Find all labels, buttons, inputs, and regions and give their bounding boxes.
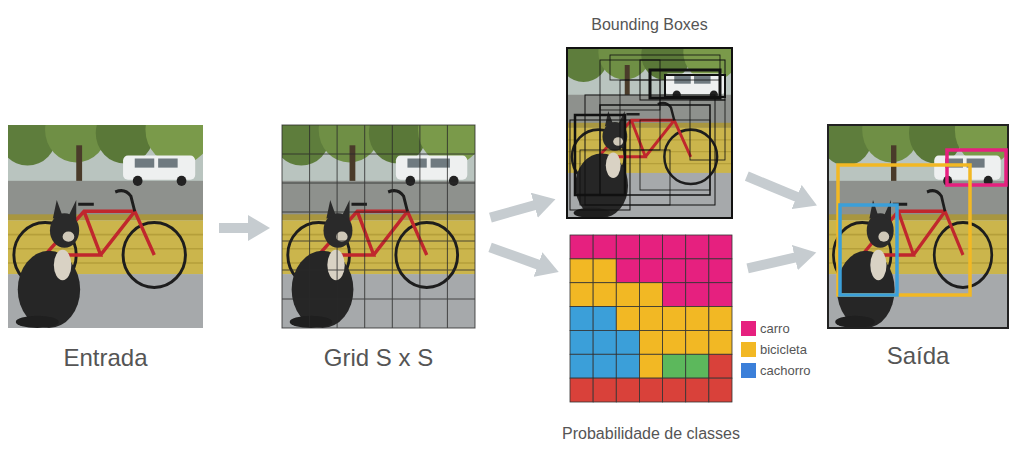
image-frame: [828, 125, 1008, 328]
image-panel: Saída: [828, 125, 1008, 371]
legend-entry: bicicleta: [741, 342, 811, 357]
legend: carro bicicleta cachorro: [741, 321, 811, 384]
grid-image: [272, 96, 483, 328]
image-frame: [8, 125, 203, 328]
class-probability-map: [570, 235, 732, 402]
image-panel: Grid S x S: [282, 125, 475, 373]
panel-caption: Saída: [828, 342, 1008, 371]
panel-caption: Entrada: [8, 344, 203, 373]
image-frame: [567, 48, 732, 218]
legend-swatch: [741, 321, 756, 336]
panel-caption: Bounding Boxes: [550, 15, 750, 34]
image-frame: [282, 125, 475, 328]
legend-label: carro: [760, 321, 790, 336]
image-panel: Entrada: [8, 125, 203, 373]
legend-entry: carro: [741, 321, 811, 336]
legend-label: bicicleta: [760, 342, 807, 357]
image-frame: [570, 235, 732, 402]
flow-arrow: [490, 247, 540, 265]
flow-arrow: [747, 176, 799, 198]
panel-caption: Probabilidade de classes: [561, 424, 741, 443]
flow-arrow: [748, 257, 797, 268]
image-panel: Bounding Boxes: [550, 15, 750, 218]
input-image: [0, 96, 212, 328]
panel-caption: Grid S x S: [282, 344, 475, 373]
legend-entry: cachorro: [741, 363, 811, 378]
legend-swatch: [741, 342, 756, 357]
bounding-boxes-image: [559, 23, 740, 218]
flow-arrow: [219, 223, 250, 233]
output-image: [819, 96, 1011, 328]
image-panel: Probabilidade de classes: [561, 235, 741, 443]
flow-arrow: [490, 205, 536, 218]
legend-label: cachorro: [760, 363, 811, 378]
legend-swatch: [741, 363, 756, 378]
